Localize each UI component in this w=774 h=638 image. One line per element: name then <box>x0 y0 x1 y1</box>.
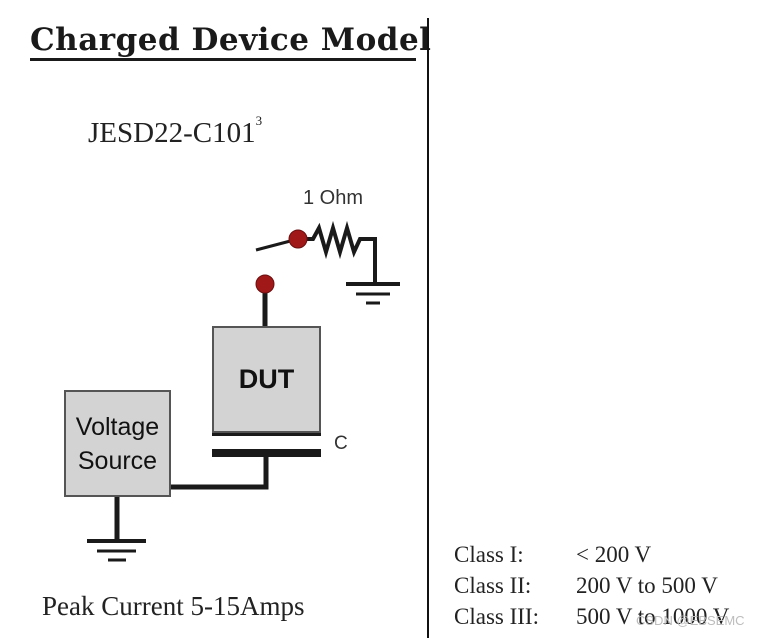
diagram-title: Charged Device Model <box>30 22 432 58</box>
capacitor-label: C <box>334 433 348 454</box>
dut-box: DUT <box>212 326 321 433</box>
dut-label: DUT <box>238 364 295 394</box>
switch-contact <box>288 229 308 249</box>
voltage-source-label-line2: Source <box>77 446 158 475</box>
source-ground-icon <box>87 539 146 562</box>
voltage-source-label-line1: Voltage <box>75 412 160 441</box>
capacitor-top-plate <box>212 432 321 436</box>
peak-current-caption: Peak Current 5-15Amps <box>42 591 305 621</box>
class-3-name: Class III: <box>454 604 539 629</box>
resistor-ground-icon <box>346 282 400 305</box>
dut-pin-contact <box>255 274 275 294</box>
capacitor-bottom-plate <box>212 449 321 457</box>
watermark: CSDN @EBSEMC <box>636 613 745 628</box>
class-2-range: 200 V to 500 V <box>576 573 718 598</box>
title-underline <box>30 58 416 61</box>
standard-reference: JESD22-C1013 <box>88 113 262 150</box>
class-1-range: < 200 V <box>576 542 652 567</box>
voltage-source-box: Voltage Source <box>64 390 171 497</box>
resistor-zigzag <box>298 220 377 283</box>
standard-footnote: 3 <box>255 113 263 128</box>
vertical-divider <box>427 18 429 638</box>
source-wire <box>171 457 269 490</box>
class-3-range: 500 V to 1000 V <box>576 604 730 629</box>
resistor-label: 1 Ohm <box>303 187 364 209</box>
class-1-name: Class I: <box>454 542 524 567</box>
standard-name: JESD22-C101 <box>88 117 256 149</box>
class-2-name: Class II: <box>454 573 532 598</box>
